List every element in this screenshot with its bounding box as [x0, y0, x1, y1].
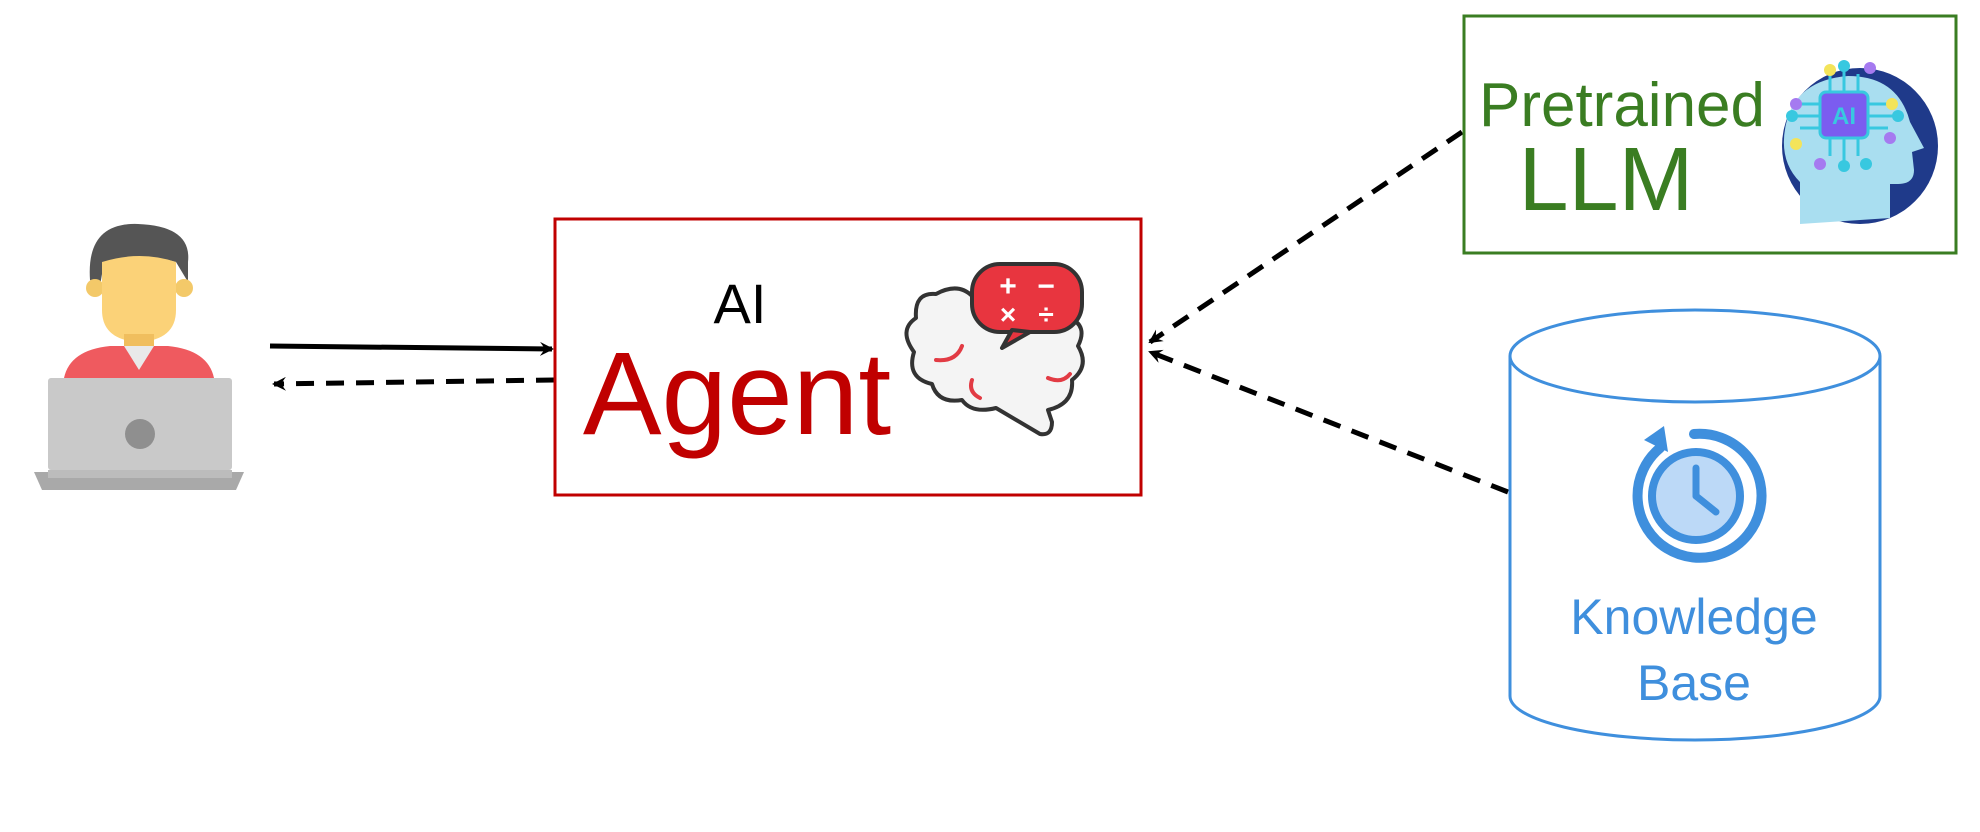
agent-big-label: Agent: [583, 328, 891, 460]
bubble-times: ×: [1000, 299, 1016, 330]
kb-line2: Base: [1637, 655, 1751, 711]
history-clock-icon: [1632, 426, 1767, 563]
bubble-minus: −: [1037, 270, 1055, 303]
llm-node: Pretrained LLM AI: [1462, 14, 1958, 255]
bubble-plus: +: [999, 270, 1017, 303]
arrow-user-to-agent: [269, 341, 554, 356]
llm-line2: LLM: [1518, 130, 1693, 230]
knowledge-base-node: Knowledge Base: [1508, 308, 1882, 742]
agent-small-label: AI: [714, 272, 767, 335]
user-collar: [124, 346, 154, 370]
ai-head-chip-icon: AI: [1782, 60, 1938, 224]
laptop-logo: [125, 419, 155, 449]
kb-cylinder-top: [1508, 308, 1882, 404]
user-hair: [89, 223, 189, 286]
llm-line1: Pretrained: [1479, 71, 1765, 140]
user-ear-left: [86, 279, 104, 297]
user-face: [102, 256, 176, 342]
history-arc: [1632, 428, 1767, 563]
user-ear-right: [175, 279, 193, 297]
brain-math-icon: + − × ÷: [904, 262, 1085, 437]
arrow-kb-to-agent: [1148, 349, 1509, 495]
kb-line1: Knowledge: [1570, 589, 1817, 645]
arrow-agent-to-user: [272, 376, 555, 391]
arrow-llm-to-agent: [1148, 129, 1464, 345]
ai-chip-label: AI: [1832, 103, 1856, 130]
agent-node: AI Agent + − × ÷: [553, 217, 1143, 497]
user-laptop-icon: [34, 223, 244, 490]
bubble-divide: ÷: [1038, 299, 1053, 330]
kb-cylinder-body: [1508, 356, 1882, 742]
